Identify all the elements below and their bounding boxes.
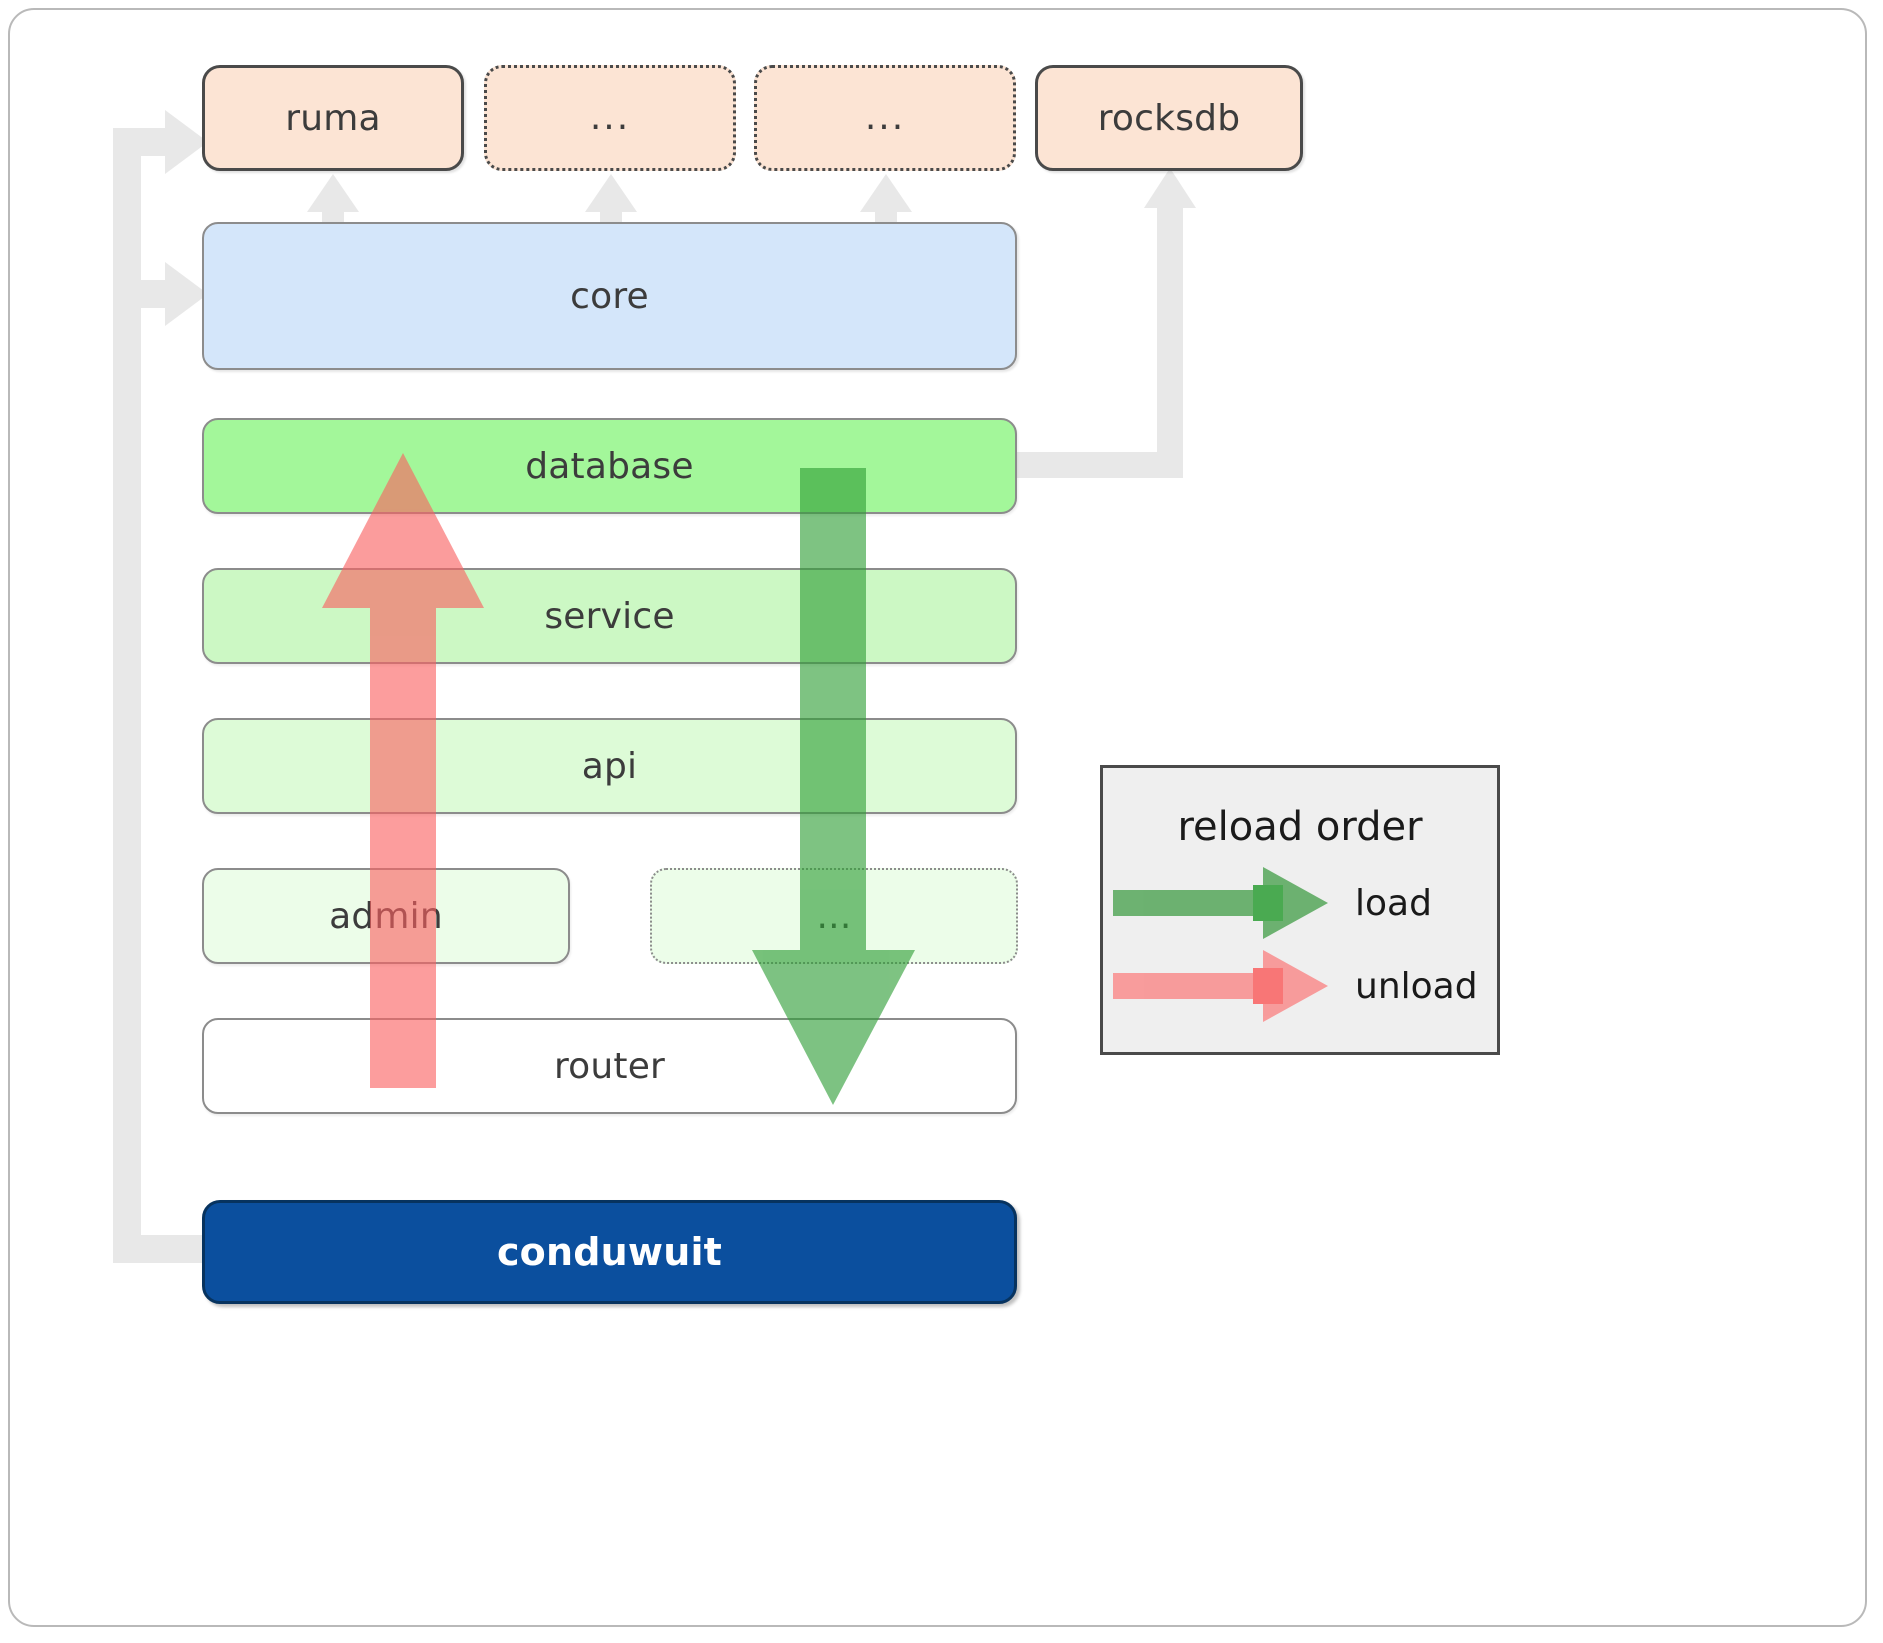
layer-box-api[interactable]: api — [202, 718, 1017, 814]
layer-label-database: database — [525, 445, 694, 487]
root-label-conduwuit: conduwuit — [496, 1230, 723, 1274]
legend-label-load: load — [1355, 883, 1432, 924]
layer-label-admin: admin — [329, 895, 443, 937]
crate-box-rocksdb[interactable]: rocksdb — [1035, 65, 1303, 171]
core-label: core — [570, 275, 649, 317]
layer-label-api: api — [581, 745, 638, 787]
legend-title: reload order — [1177, 804, 1423, 850]
layer-box-database[interactable]: database — [202, 418, 1017, 514]
legend-label-unload: unload — [1355, 966, 1478, 1007]
crate-box-ellipsis-1[interactable]: ... — [484, 65, 736, 171]
legend-arrow-unload — [1113, 950, 1328, 1022]
legend-panel: reload order load unload — [1100, 765, 1500, 1055]
crate-label-ellipsis-1: ... — [589, 97, 631, 138]
crate-label-ruma: ruma — [285, 97, 381, 139]
root-box-conduwuit[interactable]: conduwuit — [202, 1200, 1017, 1304]
layer-box-ellipsis[interactable]: ... — [650, 868, 1018, 964]
legend-arrows — [1113, 867, 1328, 1022]
crate-label-rocksdb: rocksdb — [1097, 97, 1241, 139]
layer-box-service[interactable]: service — [202, 568, 1017, 664]
legend-arrow-load — [1113, 867, 1328, 939]
layer-label-ellipsis: ... — [816, 895, 852, 937]
crate-box-ruma[interactable]: ruma — [202, 65, 464, 171]
crate-label-ellipsis-2: ... — [864, 97, 906, 138]
layer-label-router: router — [553, 1045, 666, 1087]
layer-box-router[interactable]: router — [202, 1018, 1017, 1114]
layer-box-admin[interactable]: admin — [202, 868, 570, 964]
crate-box-ellipsis-2[interactable]: ... — [754, 65, 1016, 171]
layer-label-service: service — [544, 595, 675, 637]
core-box[interactable]: core — [202, 222, 1017, 370]
